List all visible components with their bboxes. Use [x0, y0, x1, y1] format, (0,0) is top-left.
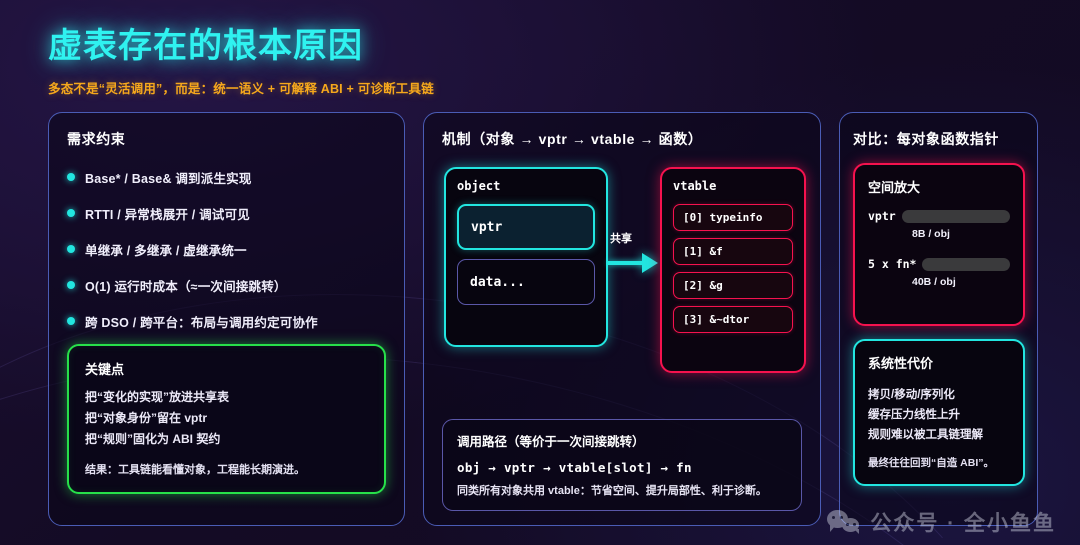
bar-track — [901, 209, 1010, 223]
list-item-label: Base* / Base& 调到派生实现 — [85, 171, 252, 186]
panel-mechanism-title: 机制（对象 → vptr → vtable → 函数） — [442, 131, 703, 147]
bar-caption: 8B / obj — [912, 228, 950, 240]
key-points-line: 把“规则”固化为 ABI 契约 — [85, 432, 221, 446]
vtable-slot: [3] &~dtor — [673, 306, 793, 333]
key-points-note: 结果：工具链能看懂对象，工程能长期演进。 — [85, 464, 305, 476]
call-path-title: 调用路径（等价于一次间接跳转） — [457, 435, 645, 449]
arrow-line-icon — [608, 261, 644, 265]
panel-requirements: 需求约束 Base* / Base& 调到派生实现 RTTI / 异常栈展开 /… — [48, 112, 405, 526]
panel-row: 需求约束 Base* / Base& 调到派生实现 RTTI / 异常栈展开 /… — [48, 112, 1038, 526]
panel-comparison: 对比：每对象函数指针 空间放大 vptr 8B / obj 5 x fn* — [839, 112, 1038, 526]
page-title: 虚表存在的根本原因 — [48, 27, 363, 65]
systemic-cost-title: 系统性代价 — [868, 356, 934, 371]
list-item-label: O(1) 运行时成本（≈一次间接跳转） — [85, 279, 287, 294]
panel-comparison-title: 对比：每对象函数指针 — [853, 131, 999, 147]
bar-block-fnptr: 5 x fn* 40B / obj — [868, 257, 1010, 288]
call-path-expression: obj → vptr → vtable[slot] → fn — [457, 460, 692, 475]
arrow-head-icon — [642, 253, 658, 273]
list-item: RTTI / 异常栈展开 / 调试可见 — [67, 201, 386, 225]
systemic-cost-note: 最终往往回到“自造 ABI”。 — [868, 457, 994, 469]
key-points-line: 把“变化的实现”放进共享表 — [85, 390, 230, 404]
systemic-cost-line: 规则难以被工具链理解 — [868, 429, 983, 441]
object-box-label: object — [457, 179, 501, 193]
page-subtitle: 多态不是“灵活调用”，而是：统一语义 + 可解释 ABI + 可诊断工具链 — [48, 82, 434, 96]
call-path-card: 调用路径（等价于一次间接跳转） obj → vptr → vtable[slot… — [442, 419, 802, 511]
list-item-label: 跨 DSO / 跨平台：布局与调用约定可协作 — [85, 315, 318, 330]
share-arrow-label: 共享 — [610, 233, 632, 245]
object-data-cell: data... — [457, 259, 595, 305]
space-amplification-title: 空间放大 — [868, 180, 921, 195]
list-item: 跨 DSO / 跨平台：布局与调用约定可协作 — [67, 309, 386, 333]
vtable-box: vtable [0] typeinfo [1] &f [2] &g [3] &~… — [660, 167, 806, 373]
object-vptr-cell: vptr — [457, 204, 595, 250]
bullet-dot-icon — [67, 281, 75, 289]
vtable-slot: [2] &g — [673, 272, 793, 299]
bullet-dot-icon — [67, 245, 75, 253]
key-points-title: 关键点 — [85, 362, 125, 377]
bar-caption: 40B / obj — [912, 276, 956, 288]
bar-block-vptr: vptr 8B / obj — [868, 209, 1010, 240]
vtable-slot: [1] &f — [673, 238, 793, 265]
bar-label: 5 x fn* — [868, 257, 917, 271]
bullet-dot-icon — [67, 173, 75, 181]
list-item-label: RTTI / 异常栈展开 / 调试可见 — [85, 207, 250, 222]
systemic-cost-line: 拷贝/移动/序列化 — [868, 389, 955, 401]
bar-track — [922, 257, 1010, 271]
list-item: O(1) 运行时成本（≈一次间接跳转） — [67, 273, 386, 297]
key-points-card: 关键点 把“变化的实现”放进共享表 把“对象身份”留在 vptr 把“规则”固化… — [67, 344, 386, 494]
key-points-line: 把“对象身份”留在 vptr — [85, 411, 208, 425]
vtable-slot: [0] typeinfo — [673, 204, 793, 231]
panel-requirements-title: 需求约束 — [67, 131, 126, 147]
header: 虚表存在的根本原因 多态不是“灵活调用”，而是：统一语义 + 可解释 ABI +… — [48, 18, 434, 97]
bar-label: vptr — [868, 209, 896, 223]
space-amplification-card: 空间放大 vptr 8B / obj 5 x fn* 40B / ob — [853, 163, 1025, 326]
list-item: Base* / Base& 调到派生实现 — [67, 165, 386, 189]
panel-mechanism: 机制（对象 → vptr → vtable → 函数） object vptr … — [423, 112, 821, 526]
list-item: 单继承 / 多继承 / 虚继承统一 — [67, 237, 386, 261]
systemic-cost-line: 缓存压力线性上升 — [868, 409, 960, 421]
requirements-list: Base* / Base& 调到派生实现 RTTI / 异常栈展开 / 调试可见… — [67, 165, 386, 333]
share-arrow: 共享 — [608, 233, 660, 283]
vtable-box-label: vtable — [673, 179, 717, 193]
list-item-label: 单继承 / 多继承 / 虚继承统一 — [85, 243, 247, 258]
call-path-note: 同类所有对象共用 vtable：节省空间、提升局部性、利于诊断。 — [457, 485, 767, 497]
object-box: object vptr data... — [444, 167, 608, 347]
bullet-dot-icon — [67, 209, 75, 217]
systemic-cost-card: 系统性代价 拷贝/移动/序列化 缓存压力线性上升 规则难以被工具链理解 最终往往… — [853, 339, 1025, 486]
bullet-dot-icon — [67, 317, 75, 325]
mechanism-diagram: object vptr data... 共享 vtable [0] typein… — [442, 163, 806, 373]
